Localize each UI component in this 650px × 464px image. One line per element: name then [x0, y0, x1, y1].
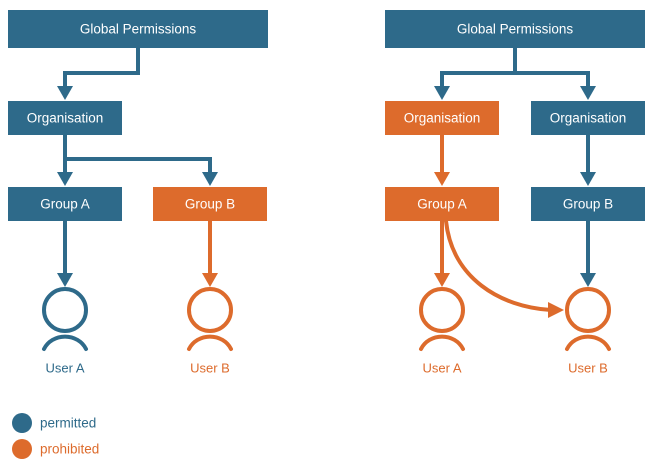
- user-a-icon: [42, 287, 88, 351]
- node-label: Group A: [417, 197, 467, 212]
- connector-group-a-to-user-a: [57, 221, 73, 287]
- legend-swatch-prohibited: [12, 439, 32, 459]
- connector-group-a-to-user-b: [444, 219, 564, 318]
- legend: permitted prohibited: [12, 413, 99, 459]
- connector-organisation-b-to-group-b: [580, 135, 596, 186]
- connector-global-to-organisation-a: [434, 48, 517, 100]
- node-group-b[interactable]: Group B: [531, 187, 645, 221]
- connector-group-b-to-user-b: [580, 221, 596, 287]
- user-b-label: User B: [190, 360, 230, 375]
- node-label: Group B: [185, 197, 235, 212]
- node-label: Group B: [563, 197, 613, 212]
- connector-group-a-to-user-a: [434, 221, 450, 287]
- connector-global-to-organisation-b: [515, 71, 596, 100]
- node-label: Organisation: [404, 111, 481, 126]
- legend-swatch-permitted: [12, 413, 32, 433]
- connector-organisation-to-group-a: [57, 135, 73, 186]
- node-group-b[interactable]: Group B: [153, 187, 267, 221]
- user-a-icon: [419, 287, 465, 351]
- node-organisation-b[interactable]: Organisation: [531, 101, 645, 135]
- node-label: Organisation: [550, 111, 627, 126]
- legend-item-permitted: permitted: [12, 413, 96, 433]
- node-organisation[interactable]: Organisation: [8, 101, 122, 135]
- node-label: Organisation: [27, 111, 104, 126]
- user-a-label: User A: [45, 360, 84, 375]
- node-group-a[interactable]: Group A: [385, 187, 499, 221]
- node-label: Global Permissions: [80, 22, 197, 37]
- connector-organisation-to-group-b: [65, 157, 218, 186]
- node-label: Global Permissions: [457, 22, 574, 37]
- user-b-icon: [565, 287, 611, 351]
- connector-group-b-to-user-b: [202, 221, 218, 287]
- node-global-permissions[interactable]: Global Permissions: [8, 10, 268, 48]
- legend-label-permitted: permitted: [40, 416, 96, 431]
- user-b-icon: [187, 287, 233, 351]
- legend-label-prohibited: prohibited: [40, 442, 99, 457]
- user-b-label: User B: [568, 360, 608, 375]
- node-group-a[interactable]: Group A: [8, 187, 122, 221]
- connector-global-to-organisation: [57, 48, 140, 100]
- node-global-permissions[interactable]: Global Permissions: [385, 10, 645, 48]
- user-a-label: User A: [422, 360, 461, 375]
- left-scenario: Global Permissions Organisation Group A …: [8, 10, 268, 375]
- right-scenario: Global Permissions Organisation Organisa…: [385, 10, 645, 375]
- node-organisation-a[interactable]: Organisation: [385, 101, 499, 135]
- legend-item-prohibited: prohibited: [12, 439, 99, 459]
- node-label: Group A: [40, 197, 90, 212]
- connector-organisation-a-to-group-a: [434, 135, 450, 186]
